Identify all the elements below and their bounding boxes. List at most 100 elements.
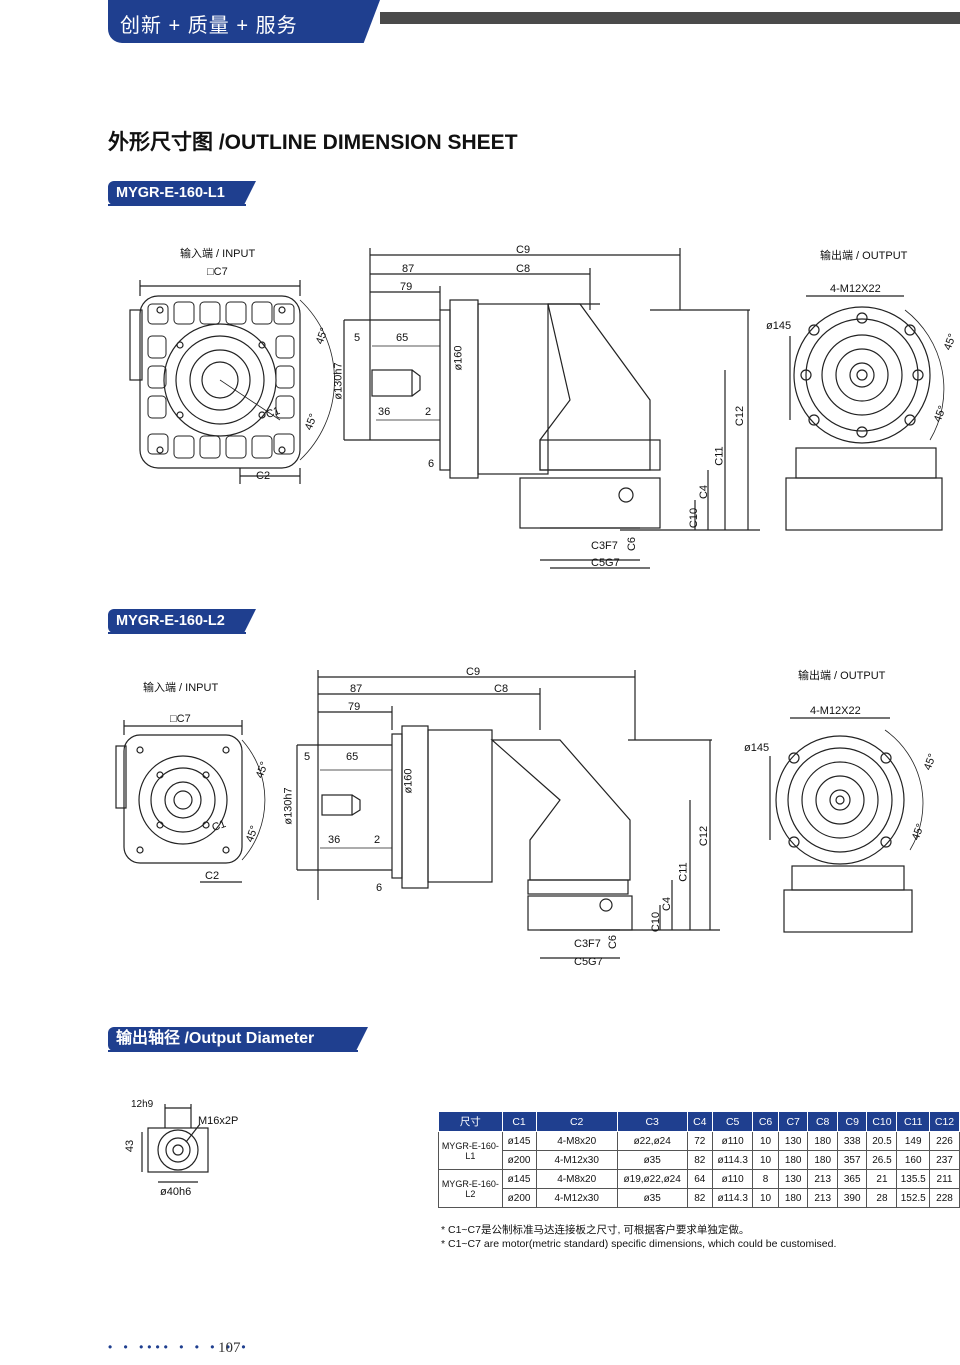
table-header: C7 — [777, 1111, 809, 1132]
model2-dim-87: 87 — [350, 683, 363, 695]
model2-pill: MYGR-E-160-L2 — [108, 609, 256, 633]
model2-dim-bolt: 4-M12X22 — [810, 705, 861, 717]
output-diameter-underline — [108, 1050, 358, 1052]
table-header: C9 — [836, 1111, 868, 1132]
table-cell: 160 — [896, 1150, 930, 1170]
model2-input-label: 输入端 / INPUT — [143, 682, 219, 694]
model1-dim-c12: C12 — [734, 405, 747, 427]
model1-dim-5: 5 — [354, 332, 361, 344]
model1-dim-87: 87 — [402, 263, 415, 275]
header-tagline: 创新 + 质量 + 服务 — [120, 15, 298, 37]
table-model-cell: MYGR-E-160-L1 — [438, 1131, 503, 1170]
table-cell: 4-M12x30 — [535, 1150, 618, 1170]
model1-dim-c7: □C7 — [207, 266, 228, 278]
table-cell: 8 — [752, 1169, 779, 1189]
model2-dim-79: 79 — [348, 701, 361, 713]
model2-output-view — [769, 717, 924, 933]
model2-dim-c6: C6 — [607, 934, 620, 950]
table-cell: 365 — [836, 1169, 868, 1189]
output-shaft-view — [141, 1104, 209, 1183]
table-cell: ø114.3 — [712, 1188, 754, 1208]
table-cell: ø114.3 — [712, 1150, 754, 1170]
shaft-dim-d40: ø40h6 — [160, 1186, 192, 1198]
table-header: C8 — [807, 1111, 838, 1132]
model2-dim-c4: C4 — [661, 896, 674, 912]
model2-dim-c5: C5G7 — [574, 956, 603, 968]
table-cell: 213 — [807, 1188, 838, 1208]
table-cell: 152.5 — [896, 1188, 930, 1208]
table-row: MYGR-E-160-L2 ø145 4-M8x20 ø19,ø22,ø24 6… — [438, 1169, 960, 1208]
model1-input-view — [129, 280, 335, 484]
model2-output-label: 输出端 / OUTPUT — [798, 670, 886, 682]
shaft-thread: M16x2P — [198, 1115, 239, 1127]
model1-dim-d145: ø145 — [766, 320, 792, 332]
model1-input-label: 输入端 / INPUT — [180, 248, 256, 260]
model1-dim-65: 65 — [396, 332, 409, 344]
table-cell: 228 — [928, 1188, 960, 1208]
table-row: ø200 4-M12x30 ø35 82 ø114.3 10 180 213 3… — [439, 1188, 960, 1208]
model1-output-view — [785, 295, 945, 531]
model1-dim-2: 2 — [425, 406, 432, 418]
model1-dim-d130: ø130h7 — [332, 362, 345, 400]
shaft-dim-12: 12h9 — [131, 1099, 154, 1110]
table-cell: 357 — [836, 1150, 868, 1170]
model1-dim-d160: ø160 — [452, 345, 465, 371]
table-cell: 338 — [836, 1131, 868, 1151]
table-header-row: 尺寸 C1 C2 C3 C4 C5 C6 C7 C8 C9 C10 C11 C1… — [438, 1111, 960, 1132]
model2-input-view — [115, 720, 266, 883]
model1-dim-c11: C11 — [713, 446, 726, 466]
table-cell: ø200 — [501, 1150, 537, 1170]
table-cell: 213 — [807, 1169, 838, 1189]
table-cell: 72 — [686, 1131, 714, 1151]
table-cell: 135.5 — [896, 1169, 930, 1189]
table-cell: ø145 — [501, 1131, 537, 1151]
table-header: C5 — [712, 1111, 754, 1132]
table-model-cell: MYGR-E-160-L2 — [438, 1169, 503, 1208]
model1-dim-c4: C4 — [698, 484, 711, 500]
table-header: C3 — [616, 1111, 688, 1132]
model2-dim-5: 5 — [304, 751, 311, 763]
table-cell: 64 — [686, 1169, 714, 1189]
model1-dim-c6: C6 — [626, 536, 639, 552]
model2-dim-d130: ø130h7 — [282, 787, 295, 825]
table-cell: 149 — [896, 1131, 930, 1151]
model2-dim-d145: ø145 — [744, 742, 770, 754]
table-cell: 4-M8x20 — [535, 1169, 618, 1189]
model2-dim-c11: C11 — [677, 862, 690, 882]
model2-dim-6: 6 — [376, 882, 383, 894]
table-cell: 130 — [777, 1131, 809, 1151]
model1-dim-c10: C10 — [688, 507, 701, 529]
table-cell: 211 — [928, 1169, 960, 1189]
table-cell: ø200 — [501, 1188, 537, 1208]
model2-dim-c3: C3F7 — [574, 938, 601, 950]
model1-dim-36: 36 — [378, 406, 391, 418]
model1-dim-6: 6 — [428, 458, 435, 470]
page-number: 107 — [218, 1340, 241, 1356]
table-cell: 82 — [686, 1188, 714, 1208]
footer-dots: • • •••• • • • • • — [108, 1340, 250, 1354]
model1-dim-79: 79 — [400, 281, 413, 293]
model2-dim-c2: C2 — [205, 870, 220, 882]
table-cell: 10 — [752, 1150, 779, 1170]
model1-dim-c8: C8 — [516, 263, 531, 275]
model1-dim-c9: C9 — [516, 244, 531, 256]
table-cell: 82 — [686, 1150, 714, 1170]
table-row: MYGR-E-160-L1 ø145 4-M8x20 ø22,ø24 72 ø1… — [438, 1131, 960, 1170]
table-cell: ø19,ø22,ø24 — [616, 1169, 688, 1189]
table-cell: ø22,ø24 — [616, 1131, 688, 1151]
table-cell: ø110 — [712, 1169, 754, 1189]
table-cell: 226 — [928, 1131, 960, 1151]
table-cell: ø35 — [616, 1150, 688, 1170]
table-header: C11 — [896, 1111, 930, 1132]
model1-output-label: 输出端 / OUTPUT — [820, 250, 908, 262]
table-cell: 4-M8x20 — [535, 1131, 618, 1151]
table-header: C12 — [928, 1111, 960, 1132]
table-cell: 28 — [866, 1188, 898, 1208]
table-cell: 20.5 — [866, 1131, 898, 1151]
table-cell: 21 — [866, 1169, 898, 1189]
model2-dim-2: 2 — [374, 834, 381, 846]
model2-dim-c7: □C7 — [170, 713, 191, 725]
table-cell: 180 — [777, 1150, 809, 1170]
section-title: 外形尺寸图 /OUTLINE DIMENSION SHEET — [108, 131, 518, 154]
table-header: 尺寸 — [438, 1111, 503, 1132]
